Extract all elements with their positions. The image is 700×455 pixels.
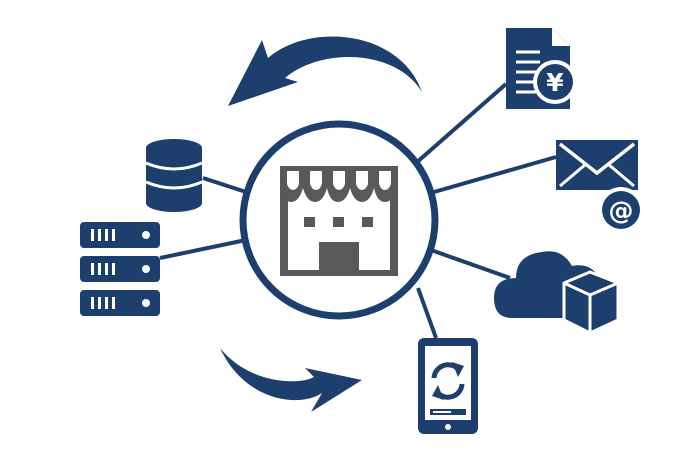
server-rack-icon bbox=[80, 222, 160, 316]
cycle-arrow-top bbox=[228, 36, 422, 106]
hub bbox=[239, 120, 439, 320]
yen-symbol: ¥ bbox=[546, 68, 564, 97]
connector-cloud bbox=[430, 248, 511, 280]
smartphone-sync-icon bbox=[418, 338, 478, 434]
cycle-arrow-bottom bbox=[220, 348, 362, 412]
connector-phone bbox=[416, 287, 438, 339]
connector-database bbox=[202, 176, 247, 194]
at-symbol: @ bbox=[609, 196, 634, 225]
email-icon: @ bbox=[556, 140, 644, 233]
storefront-icon bbox=[280, 166, 398, 276]
connector-lines bbox=[159, 82, 557, 339]
cloud-box-icon bbox=[494, 251, 620, 335]
connector-server bbox=[159, 238, 247, 260]
connector-invoice bbox=[414, 82, 508, 165]
invoice-yen-icon: ¥ bbox=[506, 28, 577, 109]
connector-email bbox=[433, 155, 557, 194]
database-icon bbox=[145, 139, 203, 212]
